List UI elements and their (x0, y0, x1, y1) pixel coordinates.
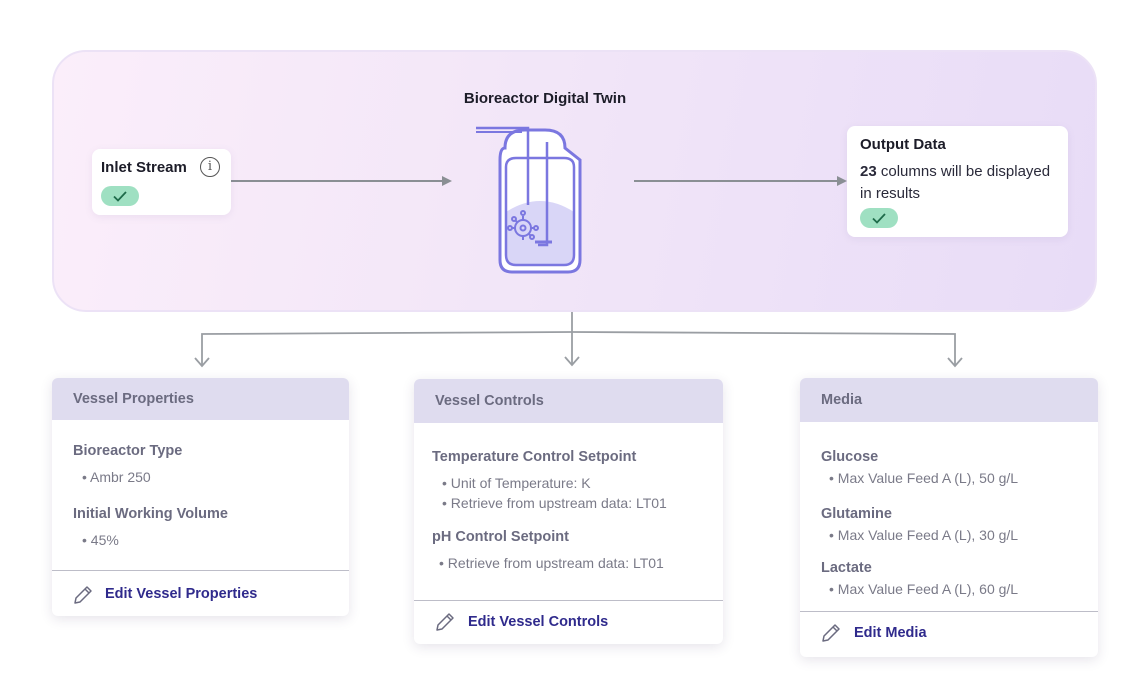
section-title: Lactate (821, 560, 872, 576)
vessel-properties-header: Vessel Properties (52, 378, 349, 420)
divider (414, 600, 723, 601)
section-title: Temperature Control Setpoint (432, 449, 637, 465)
arrowhead-left (194, 357, 210, 368)
section-title: pH Control Setpoint (432, 529, 569, 545)
output-data-title: Output Data (860, 136, 946, 153)
section-item: • Retrieve from upstream data: LT01 (442, 495, 667, 511)
info-icon[interactable]: i (200, 157, 220, 177)
check-icon (113, 191, 127, 202)
section-item: • Max Value Feed A (L), 60 g/L (829, 581, 1019, 597)
vessel-controls-card: Vessel Controls Temperature Control Setp… (414, 379, 723, 644)
pencil-icon[interactable] (72, 584, 94, 606)
vessel-controls-header: Vessel Controls (414, 379, 723, 423)
output-description-text: columns will be displayed in results (860, 163, 1051, 202)
inlet-status-badge (101, 186, 139, 206)
arrowhead-right (947, 357, 963, 368)
divider (800, 611, 1098, 612)
output-data-card[interactable]: Output Data 23 columns will be displayed… (847, 126, 1068, 237)
pencil-icon[interactable] (434, 611, 456, 633)
section-title: Initial Working Volume (73, 506, 228, 522)
section-item: • 45% (82, 532, 119, 548)
bioreactor-icon (476, 126, 582, 274)
output-data-description: 23 columns will be displayed in results (860, 161, 1060, 205)
section-item: • Unit of Temperature: K (442, 475, 591, 491)
divider (52, 570, 349, 571)
vessel-properties-card: Vessel Properties Bioreactor Type • Ambr… (52, 378, 349, 616)
check-icon (872, 213, 886, 224)
inlet-stream-card[interactable]: Inlet Stream i (92, 149, 231, 215)
arrowhead-center (564, 356, 580, 367)
output-status-badge (860, 208, 898, 228)
media-header: Media (800, 378, 1098, 422)
inlet-stream-title: Inlet Stream (101, 159, 187, 176)
section-item: • Ambr 250 (82, 469, 151, 485)
output-column-count: 23 (860, 163, 877, 180)
edit-vessel-properties-link[interactable]: Edit Vessel Properties (105, 586, 258, 602)
section-item: • Max Value Feed A (L), 50 g/L (829, 470, 1019, 486)
section-item: • Retrieve from upstream data: LT01 (439, 555, 664, 571)
edit-vessel-controls-link[interactable]: Edit Vessel Controls (468, 614, 609, 630)
pencil-icon[interactable] (820, 622, 842, 644)
media-card: Media Glucose • Max Value Feed A (L), 50… (800, 378, 1098, 657)
twin-title: Bioreactor Digital Twin (463, 90, 627, 107)
section-title: Bioreactor Type (73, 443, 183, 459)
section-title: Glutamine (821, 506, 892, 522)
arrow-branch-left (201, 331, 573, 366)
section-title: Glucose (821, 449, 879, 465)
edit-media-link[interactable]: Edit Media (854, 625, 927, 641)
arrow-branch-right (571, 331, 956, 366)
section-item: • Max Value Feed A (L), 30 g/L (829, 527, 1019, 543)
